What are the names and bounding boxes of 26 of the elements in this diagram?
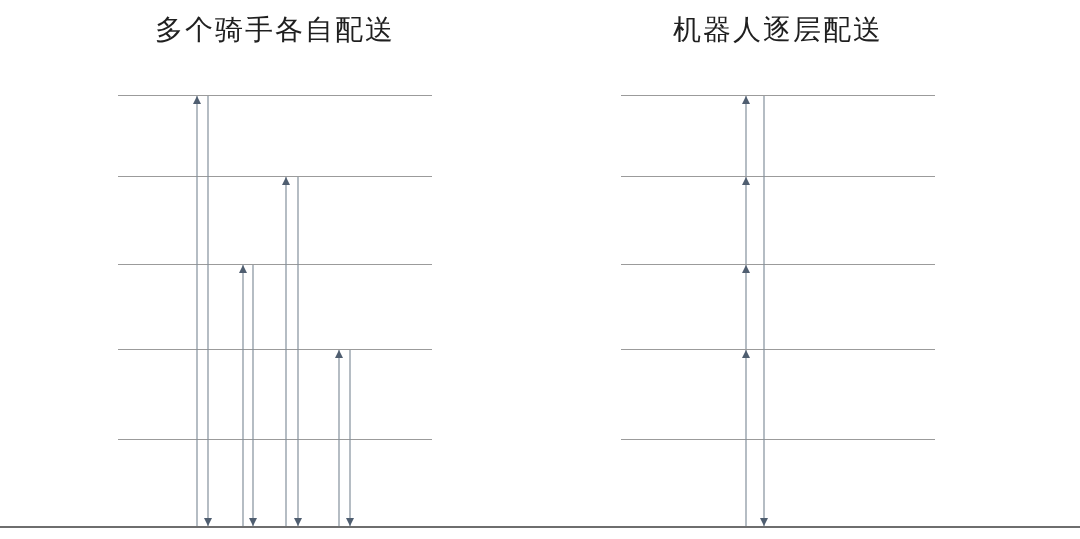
arrow: [239, 264, 247, 527]
arrow: [282, 176, 290, 527]
floor-line: [621, 264, 935, 265]
floor-line: [118, 349, 432, 350]
arrow: [249, 264, 257, 527]
arrow: [294, 176, 302, 527]
arrow: [346, 349, 354, 527]
arrow: [742, 349, 750, 527]
floor-line: [621, 95, 935, 96]
floor-line: [621, 439, 935, 440]
arrow: [742, 95, 750, 177]
ground-line: [0, 526, 1080, 528]
arrow: [742, 264, 750, 350]
panel-heading: 机器人逐层配送: [673, 13, 883, 47]
arrow: [760, 95, 768, 527]
floor-line: [118, 439, 432, 440]
floor-line: [621, 349, 935, 350]
arrow: [204, 95, 212, 527]
floor-line: [118, 95, 432, 96]
panel-heading: 多个骑手各自配送: [155, 13, 395, 47]
arrow: [335, 349, 343, 527]
floor-line: [118, 264, 432, 265]
floor-line: [621, 176, 935, 177]
floor-line: [118, 176, 432, 177]
arrow: [193, 95, 201, 527]
arrow: [742, 176, 750, 265]
